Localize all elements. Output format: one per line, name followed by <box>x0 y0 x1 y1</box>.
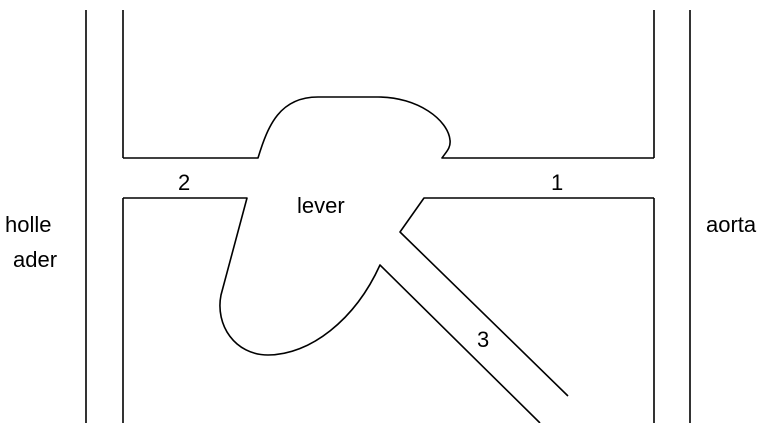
vessel-1-label: 1 <box>551 170 563 195</box>
vessel-1-bottom-and-vessel-3-wall <box>399 197 654 397</box>
aorta-label: aorta <box>706 212 757 237</box>
vessel-2-bottom-and-liver-left-lobe <box>123 197 541 423</box>
vessel-3-label: 3 <box>477 327 489 352</box>
vessel-2-label: 2 <box>178 170 190 195</box>
vena-cava-label-line1: holle <box>5 212 51 237</box>
upper-vessels-and-liver-top <box>123 96 654 159</box>
vena-cava-label-line2: ader <box>13 247 57 272</box>
liver-label: lever <box>297 193 345 218</box>
